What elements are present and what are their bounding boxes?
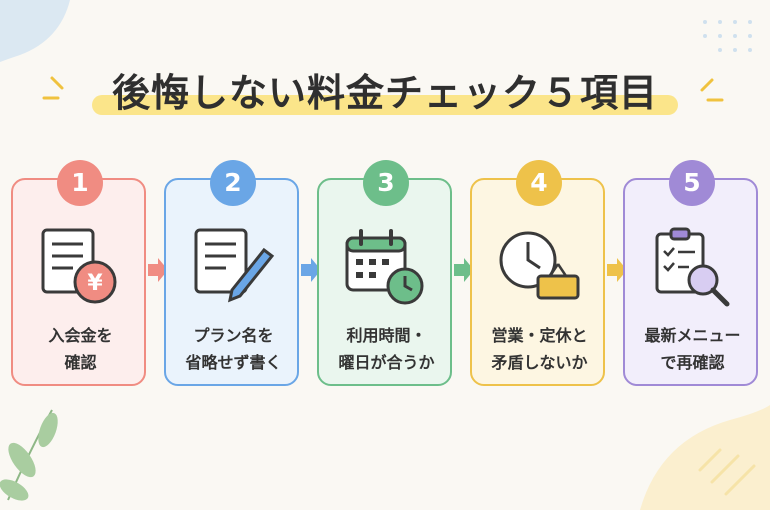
step-card-3: 3 利用時間・曜日が合うか (317, 160, 452, 386)
page-title-text: 後悔しない料金チェック５項目 (111, 71, 658, 115)
title-container: 後悔しない料金チェック５項目 (0, 62, 770, 117)
page-title: 後悔しない料金チェック５項目 (91, 62, 678, 117)
step-card-2: 2 プラン名を省略せず書く (164, 160, 299, 386)
arrow-right-icon (454, 258, 474, 282)
step-number-badge: 1 (57, 160, 103, 206)
step-label: プラン名を省略せず書く (185, 326, 282, 372)
title-highlight (91, 95, 678, 115)
step-number-badge: 4 (516, 160, 562, 206)
calendar-clock-icon (345, 229, 424, 305)
step-card-4: 4 営業・定休と矛盾しないか (470, 160, 605, 386)
checklist-magnifier-icon (655, 227, 730, 307)
document-yen-icon: ¥ (41, 228, 117, 304)
arrow-right-icon (607, 258, 627, 282)
step-number-badge: 2 (210, 160, 256, 206)
svg-text:¥: ¥ (87, 271, 103, 296)
step-card-1: 1 ¥ 入会金を確認 (11, 160, 146, 386)
clock-sign-icon (499, 231, 580, 300)
step-label: 最新メニューで再確認 (644, 326, 741, 372)
step-number-badge: 5 (669, 160, 715, 206)
step-number-badge: 3 (363, 160, 409, 206)
step-label: 営業・定休と矛盾しないか (491, 326, 588, 372)
steps-row: 1 ¥ 入会金を確認 2 プラン名を省略せず書く 3 (0, 158, 770, 398)
step-card-5: 5 最新メニューで再確認 (623, 160, 758, 386)
step-label: 入会金を確認 (48, 326, 113, 372)
document-pencil-icon (194, 228, 275, 303)
step-label: 利用時間・曜日が合うか (338, 326, 435, 372)
arrow-right-icon (301, 258, 321, 282)
arrow-right-icon (148, 258, 168, 282)
